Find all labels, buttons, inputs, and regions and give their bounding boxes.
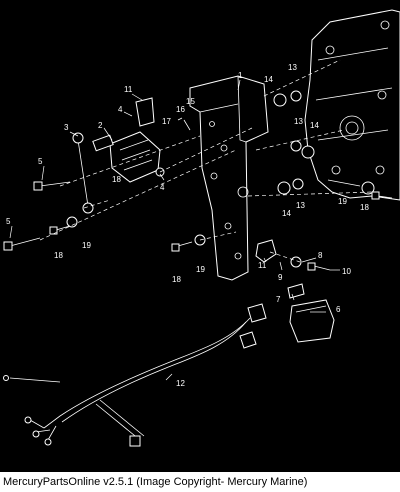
engine-block xyxy=(304,9,400,201)
callout-14a: 14 xyxy=(264,75,273,84)
callout-8: 8 xyxy=(318,251,323,260)
clip-part-7 xyxy=(287,283,305,299)
callout-7: 7 xyxy=(276,295,281,304)
callout-18b: 18 xyxy=(172,275,181,284)
callout-13c: 13 xyxy=(296,201,305,210)
callout-13b: 13 xyxy=(294,117,303,126)
callout-13a: 13 xyxy=(288,63,297,72)
bolts xyxy=(3,117,393,271)
clip-upper xyxy=(135,97,155,127)
callout-17: 17 xyxy=(162,117,171,126)
callout-18c: 18 xyxy=(360,203,369,212)
callout-11a: 11 xyxy=(124,85,133,94)
callout-5a: 5 xyxy=(38,157,43,166)
clamp-lower xyxy=(255,239,277,263)
relay xyxy=(289,299,335,343)
callout-18a: 18 xyxy=(54,251,63,260)
callout-1: 1 xyxy=(238,71,243,80)
leader-lines xyxy=(9,79,340,381)
callout-19b: 19 xyxy=(196,265,205,274)
callout-10: 10 xyxy=(342,267,351,276)
callout-12: 12 xyxy=(176,379,185,388)
callout-11b: 11 xyxy=(258,261,267,270)
link-rod xyxy=(72,132,94,214)
assembly-lines xyxy=(39,59,373,263)
callout-3: 3 xyxy=(64,123,69,132)
callout-9: 9 xyxy=(278,273,283,282)
callout-labels: 1 2 3 4 4 5 5 6 7 8 9 10 11 11 12 13 13 … xyxy=(6,63,369,388)
callout-6: 6 xyxy=(336,305,341,314)
callout-15: 15 xyxy=(186,97,195,106)
copyright-caption: MercuryPartsOnline v2.5.1 (Image Copyrig… xyxy=(0,472,400,492)
callout-14b: 14 xyxy=(310,121,319,130)
callout-2: 2 xyxy=(98,121,103,130)
exploded-parts-diagram: 1 2 3 4 4 5 5 6 7 8 9 10 11 11 12 13 13 … xyxy=(3,9,400,447)
callout-16: 16 xyxy=(176,105,185,114)
callout-14c: 14 xyxy=(282,209,291,218)
solenoid xyxy=(92,131,161,183)
callout-5b: 5 xyxy=(6,217,11,226)
parts-diagram-svg: 1 2 3 4 4 5 5 6 7 8 9 10 11 11 12 13 13 … xyxy=(3,9,400,447)
washers-nuts xyxy=(66,90,375,246)
wire-harness xyxy=(3,303,267,447)
mounting-bracket xyxy=(189,75,269,281)
callout-19c: 19 xyxy=(338,197,347,206)
callout-4b: 4 xyxy=(160,183,165,192)
callout-18d: 18 xyxy=(112,175,121,184)
callout-19a: 19 xyxy=(82,241,91,250)
callout-4a: 4 xyxy=(118,105,123,114)
